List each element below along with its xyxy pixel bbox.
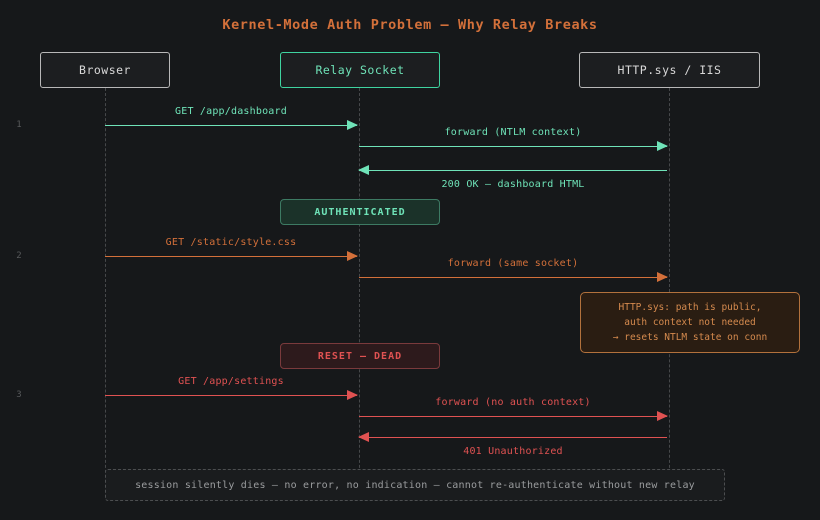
arrow-line — [105, 125, 357, 126]
step-number-3: 3 — [16, 390, 22, 400]
status-badge-dead: RESET — DEAD — [280, 343, 440, 369]
message-label: forward (same socket) — [447, 258, 579, 269]
message-label: forward (no auth context) — [435, 397, 591, 408]
arrow-head-right-icon — [657, 272, 668, 282]
page-title: Kernel-Mode Auth Problem — Why Relay Bre… — [222, 17, 598, 33]
lifeline-2 — [359, 88, 360, 498]
lifeline-1 — [105, 88, 106, 498]
actor-box-relay-socket[interactable]: Relay Socket — [280, 52, 440, 88]
message-label: GET /app/dashboard — [175, 106, 287, 117]
actor-box-browser[interactable]: Browser — [40, 52, 170, 88]
side-note-line: HTTP.sys: path is public, — [618, 302, 762, 313]
side-note-line: → resets NTLM state on conn — [612, 332, 768, 343]
status-badge-ok: AUTHENTICATED — [280, 199, 440, 225]
side-note-line: auth context not needed — [624, 317, 756, 328]
arrow-head-right-icon — [657, 141, 668, 151]
arrow-line — [359, 437, 667, 438]
message-label: forward (NTLM context) — [444, 127, 582, 138]
arrow-head-left-icon — [358, 165, 369, 175]
message-label: 401 Unauthorized — [463, 446, 563, 457]
footer-note: session silently dies — no error, no ind… — [105, 469, 725, 501]
message-label: GET /app/settings — [178, 376, 284, 387]
actor-box-http-sys-iis[interactable]: HTTP.sys / IIS — [579, 52, 760, 88]
message-label: 200 OK — dashboard HTML — [441, 179, 585, 190]
arrow-line — [359, 277, 667, 278]
arrow-head-left-icon — [358, 432, 369, 442]
side-note-box: HTTP.sys: path is public, auth context no… — [580, 292, 800, 353]
arrow-head-right-icon — [347, 251, 358, 261]
step-number-2: 2 — [16, 251, 22, 261]
arrow-line — [359, 146, 667, 147]
arrow-head-right-icon — [657, 411, 668, 421]
arrow-line — [105, 395, 357, 396]
arrow-line — [359, 416, 667, 417]
message-label: GET /static/style.css — [165, 237, 297, 248]
arrow-head-right-icon — [347, 120, 358, 130]
arrow-head-right-icon — [347, 390, 358, 400]
arrow-line — [105, 256, 357, 257]
arrow-line — [359, 170, 667, 171]
step-number-1: 1 — [16, 120, 22, 130]
